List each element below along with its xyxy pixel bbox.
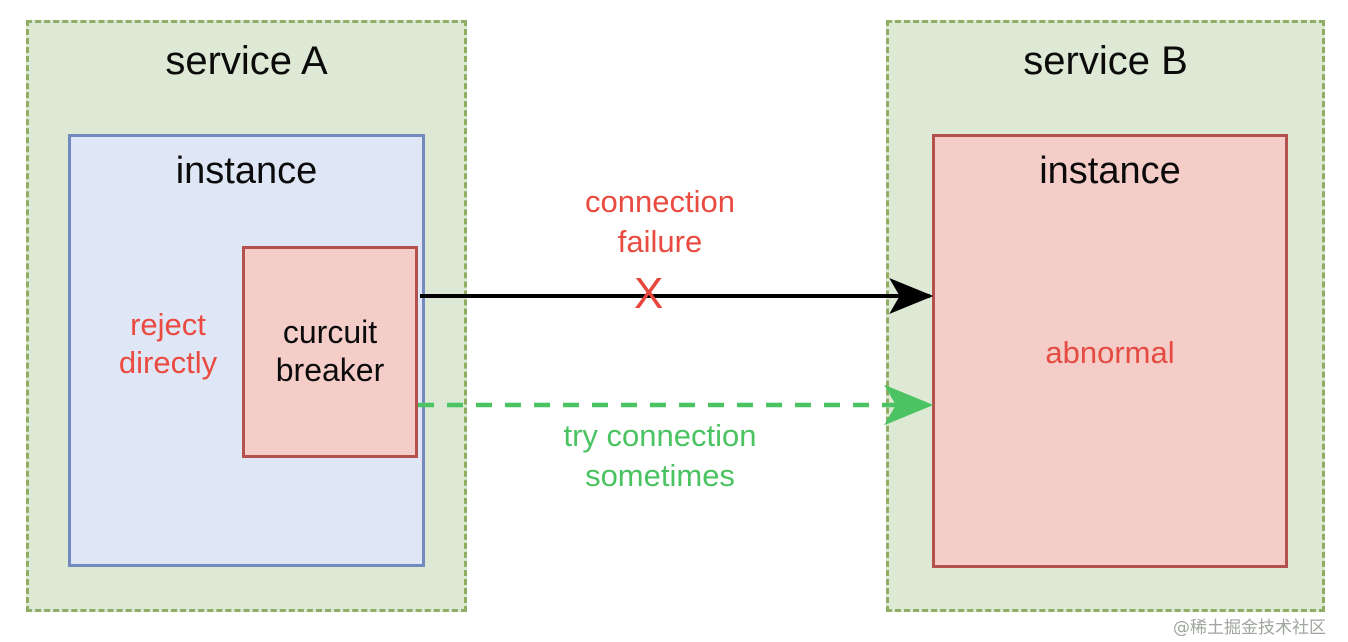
watermark: @稀土掘金技术社区	[1173, 618, 1326, 638]
connection-failure-label: connection failure	[585, 184, 735, 259]
service-b-title: service B	[1023, 39, 1188, 83]
circuit-breaker-label: curcuit breaker	[275, 314, 385, 388]
service-b-instance-box: instance	[932, 134, 1288, 568]
service-a-title: service A	[165, 39, 328, 83]
reject-directly-note: reject directly	[118, 307, 218, 380]
service-b-status-label: abnormal	[1045, 335, 1175, 370]
circuit-breaker-box: curcuit breaker	[242, 246, 418, 458]
service-b-instance-title: instance	[1039, 150, 1181, 192]
try-connection-label: try connection sometimes	[563, 418, 757, 493]
service-a-instance-title: instance	[175, 150, 318, 192]
connection-failure-x-icon: X	[634, 269, 664, 318]
